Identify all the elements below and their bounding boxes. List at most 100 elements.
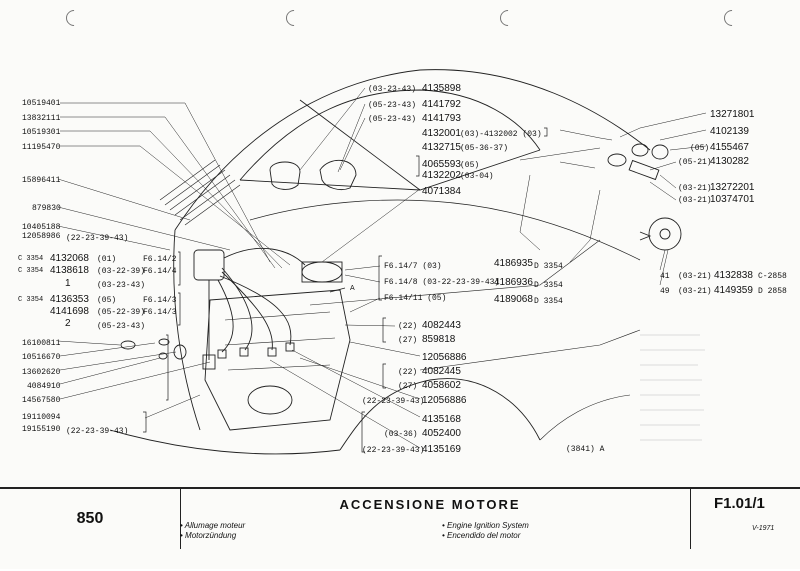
- part-label: 12056886: [422, 352, 467, 363]
- part-label: 12058986: [22, 232, 61, 241]
- part-label: 4065593: [422, 159, 461, 170]
- sheet-reference: F1.01/1 V-1971: [690, 489, 800, 549]
- part-label: F6.14/3: [143, 308, 177, 317]
- part-label: 10519301: [22, 128, 61, 137]
- part-label: (27): [398, 336, 418, 345]
- part-label: (22): [398, 322, 418, 331]
- part-label: 13602620: [22, 368, 61, 377]
- part-label: (03-21): [678, 184, 712, 193]
- part-label: (03-36): [384, 430, 418, 439]
- subtitle-english: • Engine Ignition System: [442, 521, 529, 530]
- part-label: (05): [460, 161, 480, 170]
- part-label: 4084910: [27, 382, 61, 391]
- part-label: 14567580: [22, 396, 61, 405]
- part-label: 11195470: [22, 143, 61, 152]
- part-label: (05): [97, 296, 117, 305]
- subtitle-french: • Allumage moteur: [180, 521, 246, 530]
- part-label: 4141792: [422, 99, 461, 110]
- part-label: F6.14/3: [143, 296, 177, 305]
- part-label: 879830: [32, 204, 61, 213]
- part-label: (03-21): [678, 196, 712, 205]
- part-label: 1: [65, 278, 71, 289]
- part-label: 10516670: [22, 353, 61, 362]
- part-label: (01): [97, 255, 117, 264]
- part-label: (03-21): [678, 287, 712, 296]
- sheet-date: V-1971: [752, 525, 775, 532]
- page-title: ACCENSIONE MOTORE: [339, 497, 521, 512]
- model-number: 850: [76, 510, 104, 527]
- part-label: C 3354: [18, 296, 44, 304]
- part-label: (05-23-43): [368, 101, 417, 110]
- part-label: 13271801: [710, 109, 755, 120]
- divider: [180, 489, 181, 549]
- part-label: (05-21): [678, 158, 712, 167]
- part-label: 4135898: [422, 83, 461, 94]
- subtitle-right: • Engine Ignition System • Encendido del…: [442, 521, 529, 541]
- part-label: (3841) A: [566, 445, 605, 454]
- part-label: (03-23-43): [97, 281, 146, 290]
- part-label: (27): [398, 382, 418, 391]
- part-label: 4132068: [50, 253, 89, 264]
- part-label: C 3354: [18, 255, 44, 263]
- part-label: (22-23-39-43): [362, 446, 425, 455]
- part-label: 4082443: [422, 320, 461, 331]
- part-label: (05-23-43): [97, 322, 146, 331]
- part-label: 10405188: [22, 223, 61, 232]
- part-label: 4155467: [710, 142, 749, 153]
- part-label: F6.14/7 (03): [384, 262, 442, 271]
- part-label: 4141698: [50, 306, 89, 317]
- sheet-code: F1.01/1: [714, 495, 765, 512]
- part-label: 41: [660, 272, 670, 281]
- part-label: 16100811: [22, 339, 61, 348]
- part-label: (03-22-39): [97, 267, 146, 276]
- part-label: 2: [65, 318, 71, 329]
- part-label: 10374701: [710, 194, 755, 205]
- part-label: 49: [660, 287, 670, 296]
- part-label: (05-23-43): [368, 115, 417, 124]
- part-label: 4136353: [50, 294, 89, 305]
- part-label: 4186935: [494, 258, 533, 269]
- part-label: 4082445: [422, 366, 461, 377]
- part-label: 859818: [422, 334, 456, 345]
- part-label: 19155190: [22, 425, 61, 434]
- part-label: (05): [690, 144, 710, 153]
- subtitle-spanish: • Encendido del motor: [442, 531, 521, 540]
- part-label: (03)-4132002 (03): [460, 130, 542, 139]
- part-label: C-2858: [758, 272, 787, 281]
- part-label: F6.14/11 (05): [384, 294, 447, 303]
- part-label: 4058602: [422, 380, 461, 391]
- subtitle-german: • Motorzündung: [180, 531, 237, 540]
- part-label: 4149359: [714, 285, 753, 296]
- part-label: 15896411: [22, 176, 61, 185]
- part-label: D 3354: [534, 281, 563, 290]
- part-label: 4138618: [50, 265, 89, 276]
- part-label: (05-36-37): [460, 144, 509, 153]
- part-label: 4189068: [494, 294, 533, 305]
- part-label: 4102139: [710, 126, 749, 137]
- part-label: 10519401: [22, 99, 61, 108]
- part-label: (03-21): [678, 272, 712, 281]
- divider: [690, 489, 691, 549]
- part-label: (03-23-43): [368, 85, 417, 94]
- part-label: 4132202: [422, 170, 461, 181]
- part-label: 13272201: [710, 182, 755, 193]
- part-label: 4132001: [422, 128, 461, 139]
- part-label: 4132838: [714, 270, 753, 281]
- part-label: 4141793: [422, 113, 461, 124]
- part-label: 4130282: [710, 156, 749, 167]
- title-area: ACCENSIONE MOTORE • Allumage moteur • Mo…: [180, 489, 680, 549]
- part-label: 13832111: [22, 114, 61, 123]
- part-label: C 3354: [18, 267, 44, 275]
- part-label: (22): [398, 368, 418, 377]
- subtitle-left: • Allumage moteur • Motorzündung: [180, 521, 245, 541]
- ignition-system-exploded-drawing: A: [57, 69, 707, 455]
- part-label: (22-23-39-43): [66, 427, 129, 436]
- part-label: 12056886: [422, 395, 467, 406]
- part-label: 4052400: [422, 428, 461, 439]
- part-label: (22-23-39-43): [362, 397, 425, 406]
- part-label: 4071384: [422, 186, 461, 197]
- part-label: D 3354: [534, 297, 563, 306]
- part-label: D 2858: [758, 287, 787, 296]
- part-label: (22-23-39-43): [66, 234, 129, 243]
